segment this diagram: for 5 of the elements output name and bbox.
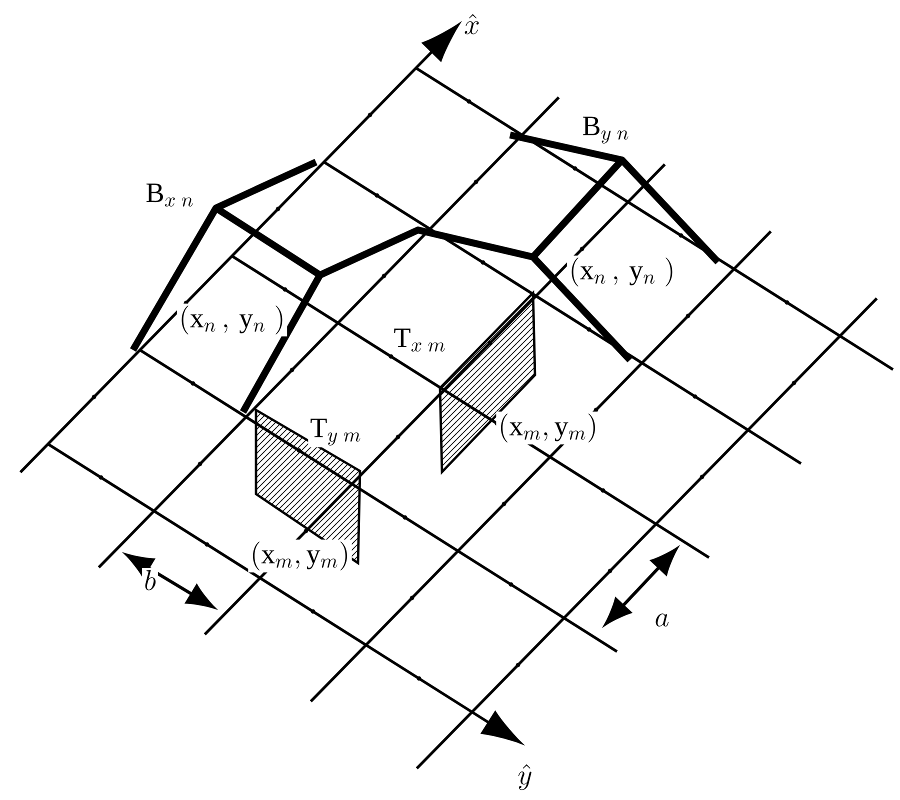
- basis-label: $\mathrm{B}_{y\;n}$: [580, 114, 632, 146]
- axis-label: $\hat{y}$: [516, 762, 534, 792]
- axis-label: $\hat{x}$: [462, 12, 482, 36]
- coordinate-label: $(\mathrm{x}_{m},\mathrm{y}_{m})$: [496, 412, 600, 444]
- coordinate-label: $(\mathrm{x}_{n}\,,\,\mathrm{y}_{n}\;)$: [566, 256, 678, 288]
